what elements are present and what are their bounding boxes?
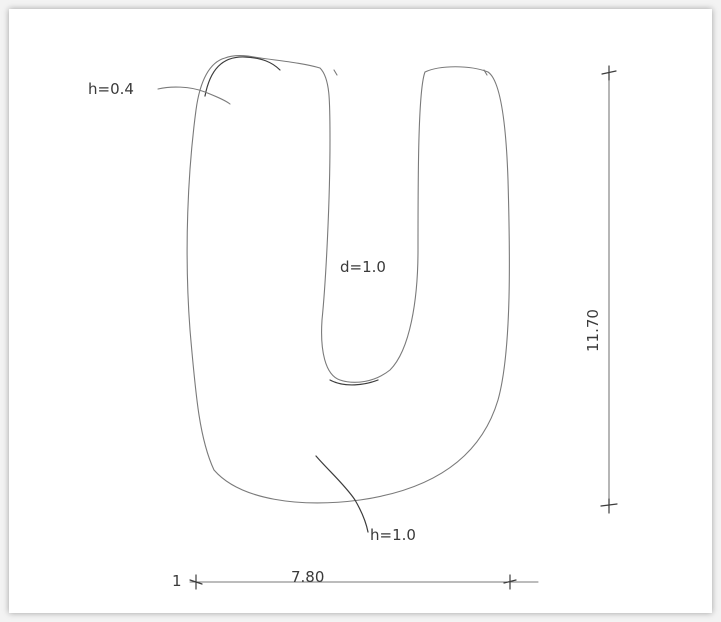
dimension-tick-width-left [189,574,203,590]
u-shape-outline [186,55,510,504]
leader-line-bottom-height [315,455,369,533]
label-overall-width: 7.80 [291,568,324,586]
label-overall-height: 11.70 [584,309,602,352]
label-inner-depth: d=1.0 [340,258,386,276]
dimension-tick-height-bottom [600,498,618,514]
label-width-left-tick: 1 [172,572,182,590]
label-bottom-height: h=1.0 [370,526,416,544]
dimension-tick-width-right [503,574,517,590]
u-shape-retrace-inner [329,379,379,386]
top-edge-tick-right [483,69,488,76]
dimension-tick-height-top [601,65,617,81]
label-outer-height: h=0.4 [88,80,134,98]
drawing-sheet [9,9,712,613]
top-edge-tick-left [333,69,338,76]
leader-line-outer-height [157,86,231,105]
u-shape-retrace-top [204,56,281,97]
